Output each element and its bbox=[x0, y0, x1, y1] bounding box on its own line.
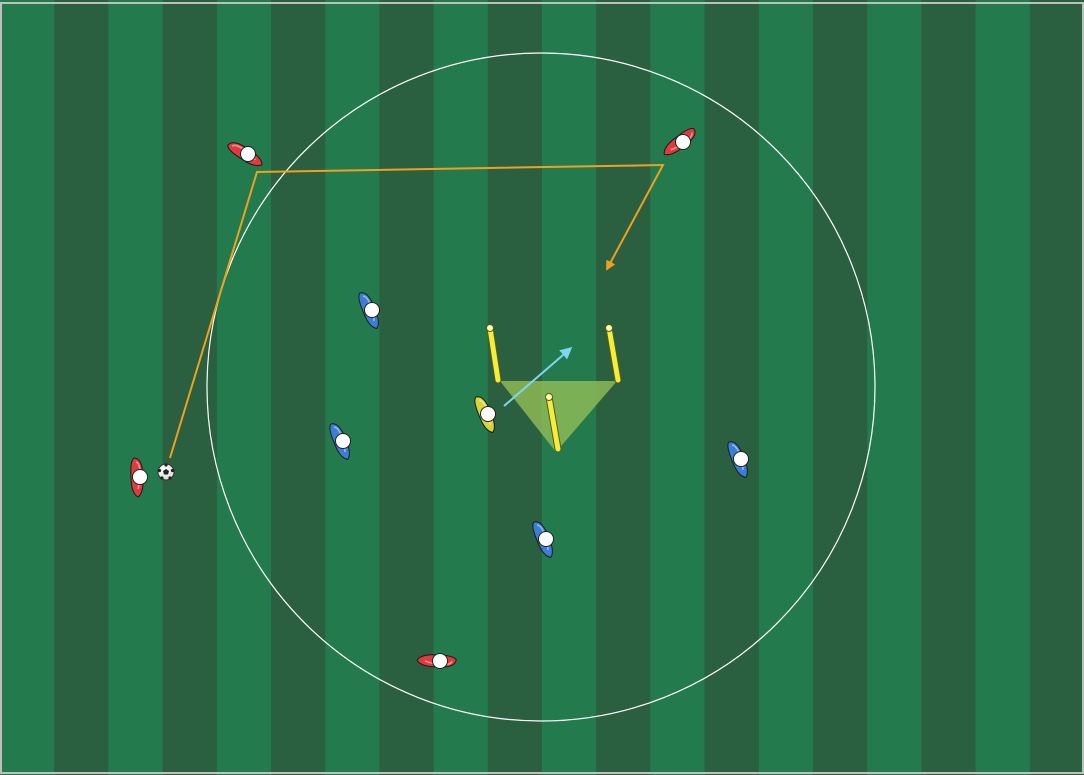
pitch-stripe bbox=[54, 0, 109, 775]
pitch-stripe bbox=[216, 0, 272, 775]
player-head bbox=[538, 531, 554, 547]
player-red-top-right bbox=[663, 127, 696, 156]
player-head bbox=[675, 134, 691, 150]
pitch-stripe bbox=[108, 0, 164, 775]
player-head bbox=[480, 406, 496, 422]
player-blue-bottom-center bbox=[532, 521, 554, 558]
player-blue-mid-left bbox=[329, 423, 351, 460]
center-circle bbox=[206, 52, 876, 722]
player-head bbox=[364, 302, 380, 318]
pitch-stripe bbox=[704, 0, 760, 775]
pitch-stripe bbox=[867, 0, 922, 775]
player-blue-right bbox=[727, 441, 749, 478]
pitch-stripe bbox=[813, 0, 868, 775]
player-red-left-with-ball bbox=[130, 457, 148, 498]
pitch-stripe bbox=[650, 0, 706, 775]
player-red-top-left bbox=[227, 142, 263, 167]
player-red-bottom bbox=[416, 653, 457, 669]
pitch-stripe bbox=[162, 0, 218, 775]
player-head bbox=[733, 451, 749, 467]
pitch-stripe bbox=[1029, 0, 1084, 775]
pitch-stripe bbox=[975, 0, 1031, 775]
pole-right bbox=[605, 324, 622, 384]
player-head bbox=[335, 433, 351, 449]
triangle-zone bbox=[500, 381, 617, 452]
pitch-stripe bbox=[433, 0, 489, 775]
player-yellow-center bbox=[474, 396, 496, 433]
pitch-stripe bbox=[271, 0, 326, 775]
pass-route-arrow bbox=[169, 163, 665, 459]
run-arrow bbox=[503, 347, 573, 407]
pitch-stripe bbox=[379, 0, 435, 775]
player-head bbox=[132, 469, 148, 485]
pitch-stripe bbox=[758, 0, 814, 775]
player-head bbox=[240, 146, 256, 162]
pitch-stripe bbox=[325, 0, 380, 775]
ball-icon bbox=[157, 463, 175, 481]
pitch-stripe bbox=[0, 0, 55, 775]
player-head bbox=[432, 653, 448, 669]
players-layer bbox=[130, 127, 749, 669]
pole-center bbox=[545, 393, 562, 453]
player-blue-upper-left bbox=[358, 292, 380, 329]
pitch-stripe bbox=[921, 0, 977, 775]
pole-left bbox=[486, 324, 502, 384]
